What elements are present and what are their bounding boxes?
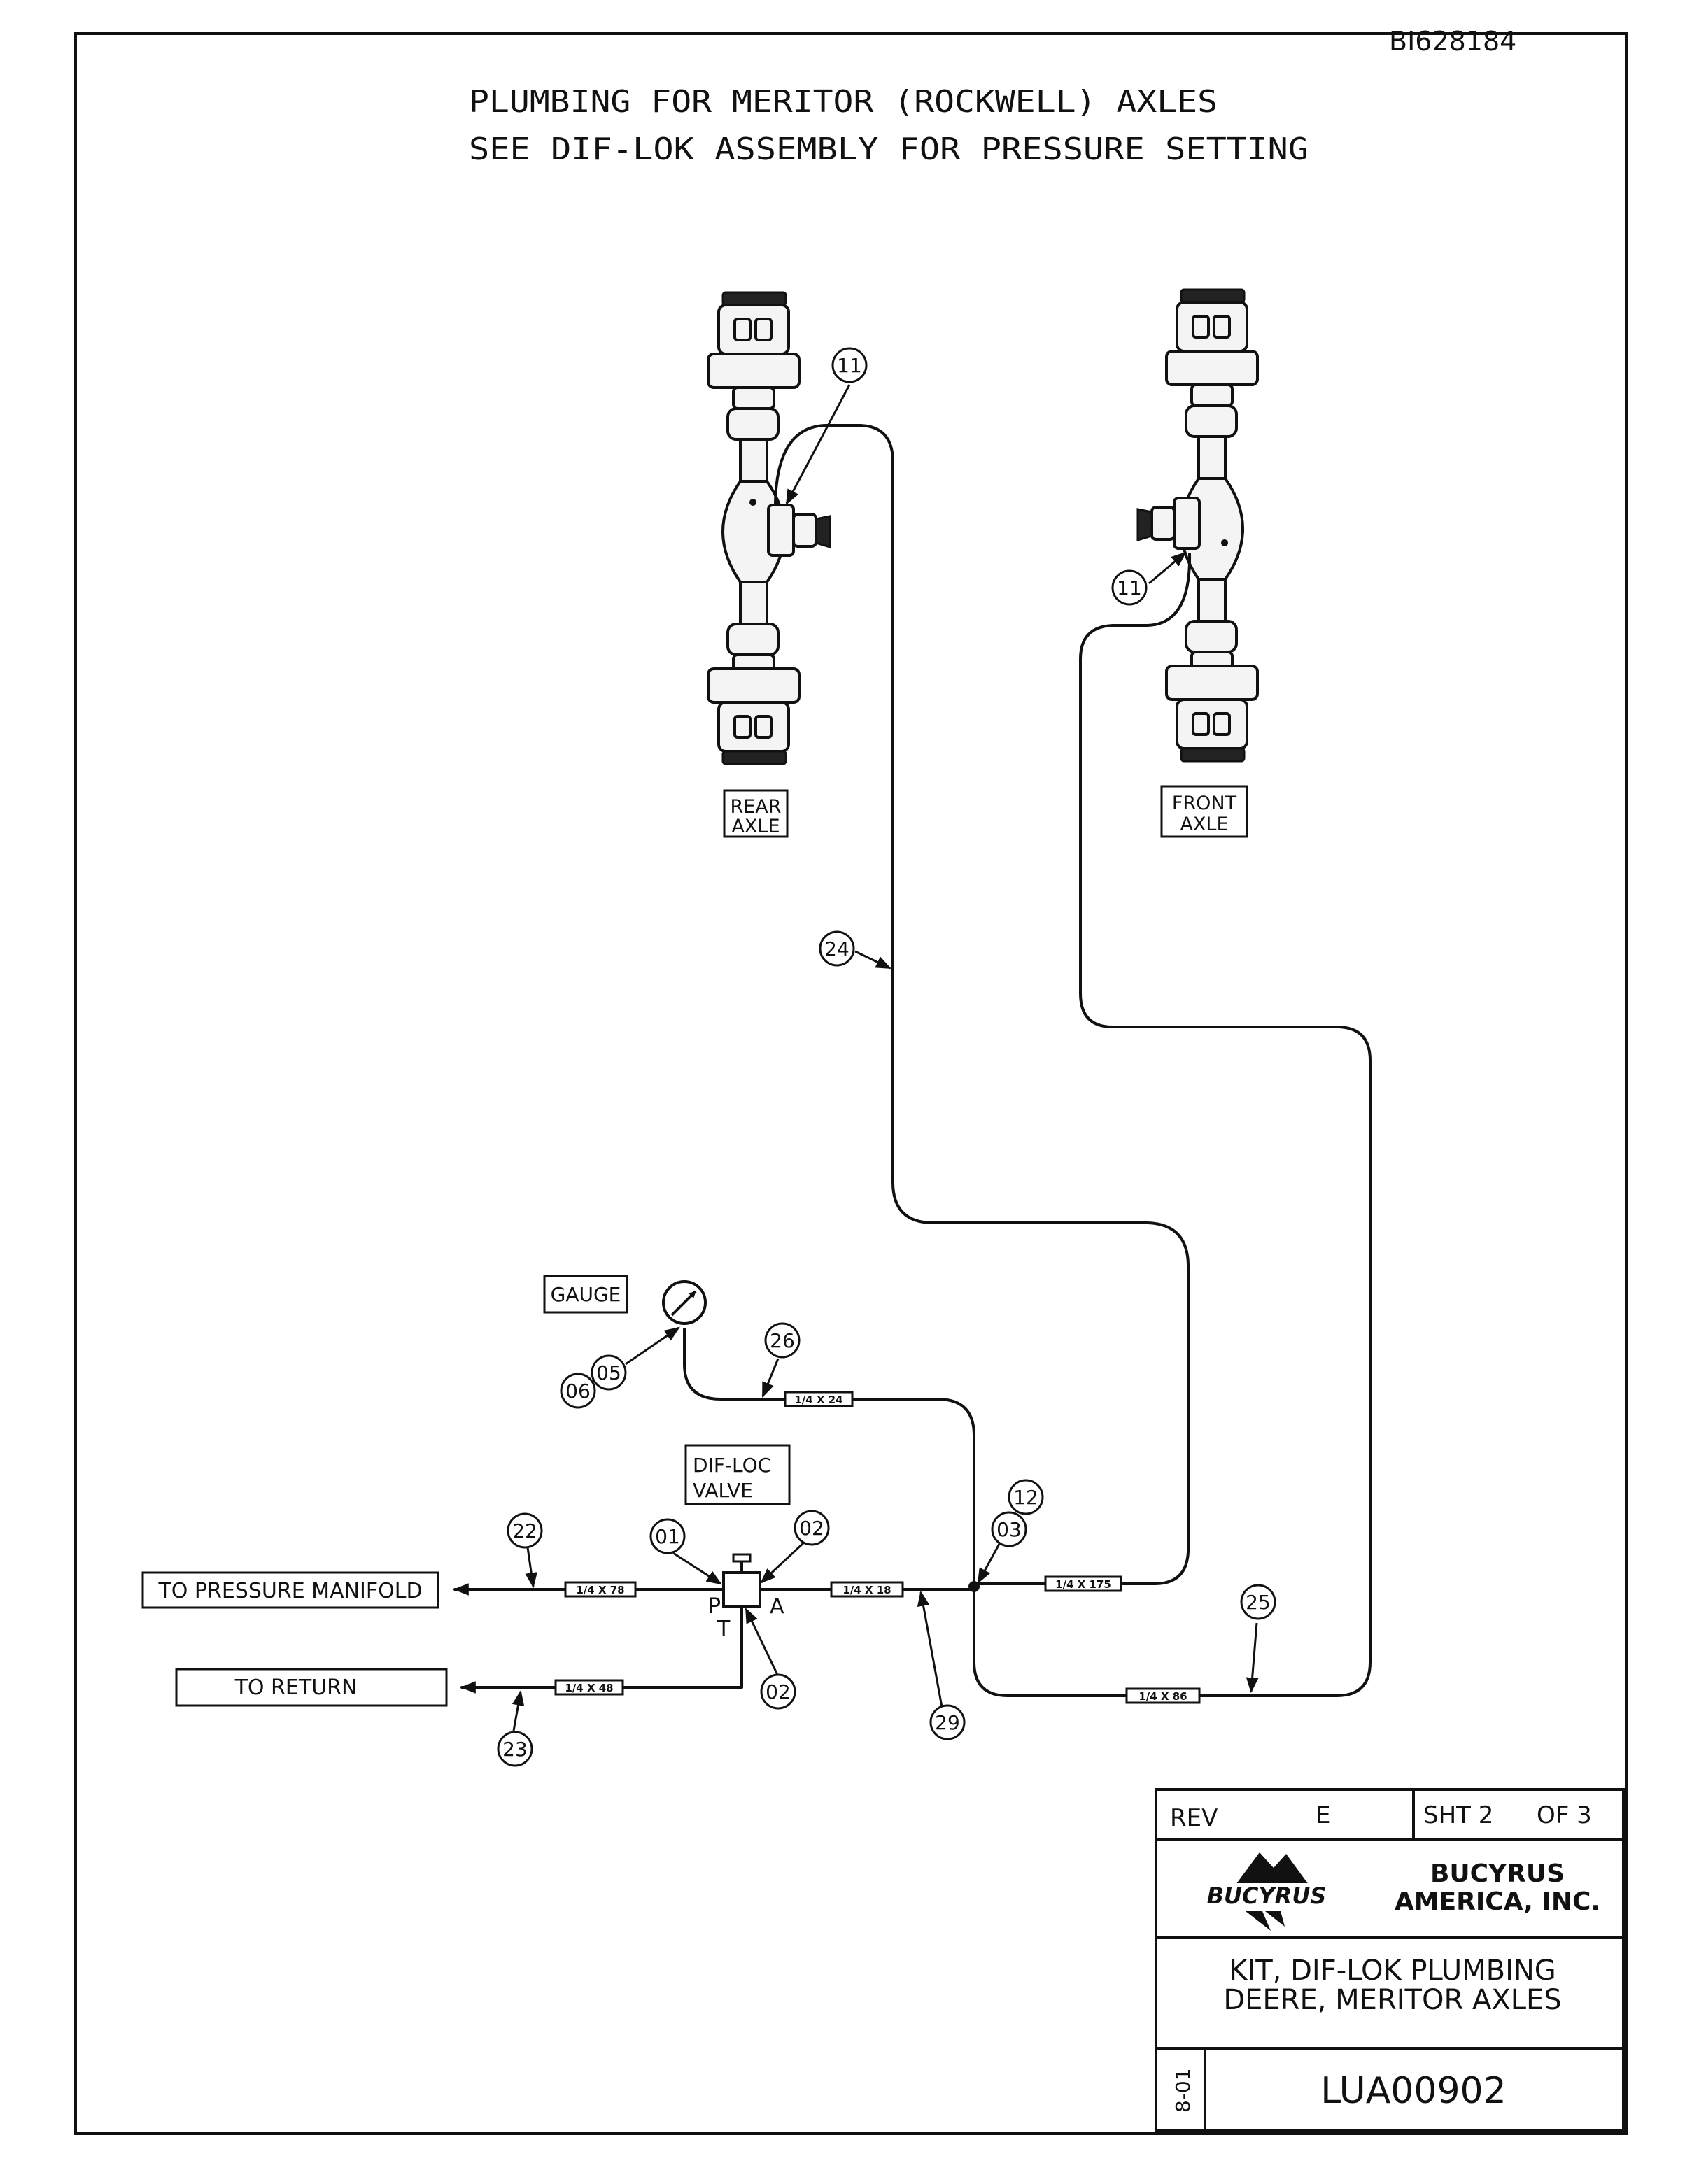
balloon-26: 26 [764, 1322, 801, 1359]
valve-label-2: VALVE [693, 1479, 753, 1502]
balloon-11-front: 11 [1111, 569, 1148, 606]
hose-tag-25: 1/4 X 86 [1125, 1687, 1201, 1704]
balloon-leaders [512, 384, 1259, 1731]
svg-text:02: 02 [799, 1517, 824, 1540]
balloon-05: 05 [591, 1354, 627, 1391]
company-name-2: AMERICA, INC. [1395, 1887, 1600, 1916]
pressure-manifold-box [141, 1571, 439, 1609]
company-name-1: BUCYRUS [1430, 1859, 1565, 1888]
svg-text:1/4 X 48: 1/4 X 48 [565, 1682, 613, 1694]
return-box [175, 1668, 448, 1707]
balloon-25: 25 [1240, 1584, 1276, 1620]
hose-tag-24: 1/4 X 175 [1044, 1575, 1122, 1592]
gauge-label: GAUGE [551, 1283, 621, 1306]
svg-text:02: 02 [766, 1680, 791, 1703]
hose-tag-23: 1/4 X 48 [554, 1679, 624, 1696]
svg-text:26: 26 [770, 1329, 795, 1352]
svg-text:24: 24 [824, 937, 849, 960]
svg-text:11: 11 [837, 354, 862, 377]
valve-port-t: T [717, 1617, 731, 1641]
balloon-23: 23 [497, 1731, 533, 1767]
sheet-number: SHT 2 [1423, 1801, 1493, 1829]
front-axle-tag [1160, 785, 1248, 838]
balloon-06: 06 [560, 1373, 596, 1409]
title-line2: SEE DIF-LOK ASSEMBLY FOR PRESSURE SETTIN… [469, 132, 1309, 167]
svg-text:03: 03 [996, 1518, 1022, 1541]
hose-tag-29: 1/4 X 18 [830, 1581, 904, 1598]
valve-port-p: P [708, 1594, 721, 1619]
title-line1: PLUMBING FOR MERITOR (ROCKWELL) AXLES [469, 84, 1218, 120]
svg-text:1/4 X 78: 1/4 X 78 [576, 1584, 624, 1596]
balloon-12: 12 [1008, 1479, 1044, 1515]
hose-23-line [460, 1605, 743, 1694]
svg-text:11: 11 [1117, 576, 1142, 600]
dif-loc-valve-symbol [722, 1553, 761, 1608]
drawing-border [74, 32, 1628, 2135]
balloon-02-bottom: 02 [760, 1673, 796, 1710]
hose-junction [968, 1581, 980, 1592]
svg-text:01: 01 [655, 1525, 680, 1548]
front-axle-label-1: FRONT [1172, 793, 1237, 814]
svg-text:1/4 X 24: 1/4 X 24 [794, 1394, 842, 1406]
description-line2: DEERE, MERITOR AXLES [1223, 1984, 1561, 2016]
doc-code: BI628184 [1389, 26, 1516, 57]
balloon-02-top: 02 [794, 1510, 830, 1546]
svg-text:12: 12 [1013, 1486, 1038, 1509]
balloon-29: 29 [929, 1704, 966, 1740]
hose-tag-22: 1/4 X 78 [564, 1581, 637, 1598]
rear-axle-tag [723, 789, 789, 838]
valve-port-a: A [770, 1594, 784, 1619]
hose-24-line [774, 424, 1190, 1585]
svg-text:25: 25 [1246, 1591, 1271, 1614]
valve-label-1: DIF-LOC [693, 1454, 771, 1477]
balloon-01: 01 [649, 1518, 686, 1554]
drawing-date: 8-01 [1171, 2068, 1194, 2113]
balloon-11-rear: 11 [831, 347, 868, 383]
bucyrus-logo: BUCYRUS [1198, 1852, 1335, 1931]
title-block [1155, 1788, 1625, 2132]
rear-axle-label-2: AXLE [731, 816, 780, 837]
return-label: TO RETURN [234, 1675, 358, 1700]
rev-label: REV [1170, 1804, 1218, 1832]
gauge-tag [543, 1275, 628, 1314]
sheet-of: OF 3 [1537, 1801, 1592, 1829]
valve-tag [684, 1444, 791, 1505]
svg-text:1/4 X 18: 1/4 X 18 [842, 1584, 891, 1596]
svg-text:1/4 X 86: 1/4 X 86 [1138, 1690, 1187, 1703]
rev-value: E [1316, 1801, 1330, 1829]
hose-tag-26: 1/4 X 24 [784, 1391, 854, 1407]
svg-text:23: 23 [502, 1738, 528, 1761]
svg-text:29: 29 [935, 1711, 960, 1734]
hose-25-line [973, 553, 1372, 1697]
description-line1: KIT, DIF-LOK PLUMBING [1229, 1955, 1556, 1987]
svg-text:22: 22 [512, 1519, 537, 1543]
pressure-manifold-label: TO PRESSURE MANIFOLD [157, 1579, 422, 1603]
rear-axle-drawing [707, 291, 831, 765]
svg-text:BUCYRUS: BUCYRUS [1207, 1882, 1327, 1909]
balloon-24: 24 [819, 930, 855, 967]
svg-text:05: 05 [596, 1361, 621, 1384]
rear-axle-label-1: REAR [730, 796, 781, 818]
gauge-symbol [662, 1280, 707, 1325]
front-axle-drawing [1136, 288, 1259, 763]
balloon-03: 03 [991, 1511, 1027, 1547]
front-axle-label-2: AXLE [1180, 814, 1228, 835]
svg-text:1/4 X 175: 1/4 X 175 [1055, 1578, 1111, 1591]
part-number: LUA00902 [1320, 2070, 1506, 2112]
balloon-22: 22 [507, 1512, 543, 1549]
svg-text:06: 06 [565, 1380, 591, 1403]
